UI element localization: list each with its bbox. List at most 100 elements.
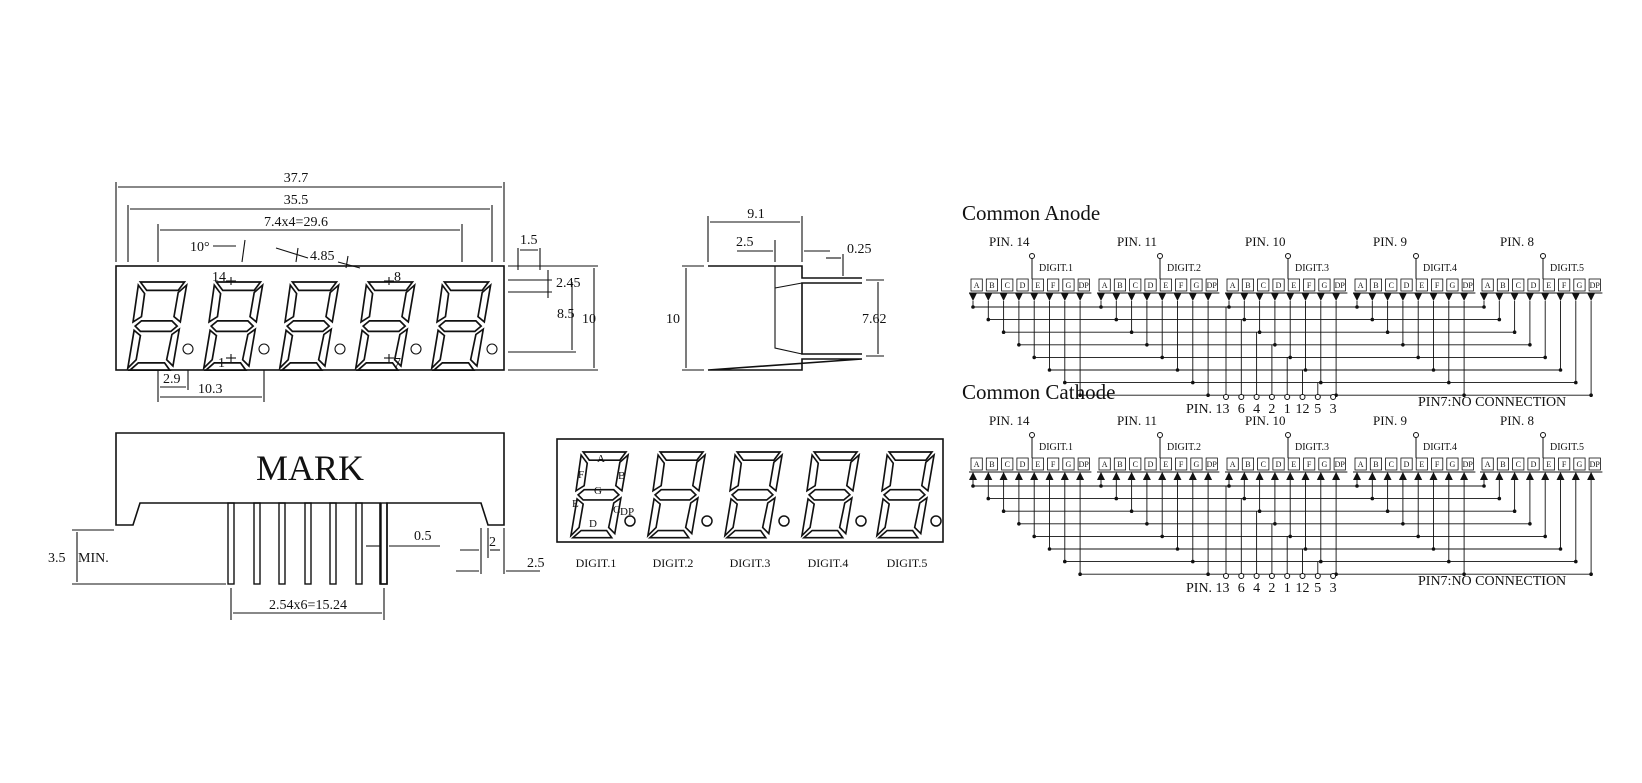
segment-box	[1369, 278, 1383, 292]
segment-label: F	[1307, 281, 1312, 290]
pin-terminal	[1268, 394, 1275, 400]
segment-label: A	[1485, 281, 1491, 290]
led-diode	[1332, 293, 1341, 301]
junction-dot	[1078, 393, 1082, 398]
bottom-pin	[227, 502, 235, 585]
segment-label: F	[1179, 281, 1184, 290]
segment-label: D	[1020, 281, 1026, 290]
segment-label: G	[1066, 460, 1072, 469]
pin-1-label: 1	[218, 356, 225, 371]
segment-label: A	[1485, 460, 1491, 469]
segment-label: B	[1117, 460, 1122, 469]
led-diode	[1368, 293, 1377, 301]
led-diode	[1158, 472, 1167, 480]
bottom-pin	[380, 502, 388, 585]
led-diode	[1014, 293, 1023, 301]
segment-box	[1588, 457, 1601, 471]
pin-number: 12	[1296, 402, 1310, 417]
led-diode	[1414, 472, 1423, 480]
led-diode	[1204, 293, 1213, 301]
segment-label: F	[1051, 281, 1056, 290]
front-dp	[334, 343, 346, 355]
segment-box	[1031, 278, 1044, 292]
pin-number: 2	[1268, 402, 1275, 417]
led-diode	[1460, 293, 1469, 301]
led-diode	[1480, 293, 1488, 301]
segment-box	[1077, 278, 1090, 292]
pin-terminal	[1223, 394, 1229, 400]
pin-terminal	[1284, 573, 1291, 579]
led-diode	[1045, 293, 1054, 301]
segment-label-g: G	[594, 485, 602, 497]
pin-terminal	[1314, 573, 1321, 579]
segment-dp	[701, 515, 713, 527]
segment-box	[1542, 278, 1555, 292]
anode-title: Common Anode	[962, 201, 1100, 225]
led-diode	[1225, 472, 1233, 480]
dim-pin-offset: 2.5	[736, 235, 754, 250]
segment-label: A	[1102, 281, 1108, 290]
segment-box	[1113, 278, 1127, 292]
led-diode	[1255, 472, 1264, 480]
segment-label: A	[1230, 281, 1236, 290]
segment-label: C	[1389, 281, 1394, 290]
segment-box	[1573, 278, 1586, 292]
led-diode	[1127, 293, 1136, 301]
front-dim-labels: 37.7 35.5 7.4x4=29.6 10° 4.85 1.5 2.45 8…	[163, 171, 596, 397]
segment-box	[1001, 278, 1014, 292]
segment-label: D	[1531, 460, 1537, 469]
pin-terminal	[1238, 394, 1245, 400]
bottom-pins	[227, 502, 388, 585]
led-diode	[1158, 293, 1167, 301]
segment-box	[1415, 278, 1428, 292]
segment-label: G	[1066, 281, 1072, 290]
dim-pin-pitch: 2.54x6=15.24	[269, 598, 347, 613]
segment-label: F	[1562, 281, 1567, 290]
common-pin-terminal	[1413, 432, 1419, 438]
led-diode	[1240, 472, 1249, 480]
segment-box	[1527, 457, 1540, 471]
led-diode	[1587, 472, 1596, 480]
dim-pin-width: 0.5	[414, 529, 432, 544]
segment-box	[1431, 278, 1444, 292]
segment-label: A	[1102, 460, 1108, 469]
pin-number: 3	[1330, 402, 1337, 417]
segment-box	[1385, 457, 1398, 471]
digit-label: DIGIT.4	[1423, 263, 1457, 274]
common-pin-terminal	[1285, 432, 1291, 438]
segment-label: C	[1516, 460, 1521, 469]
segment-digit	[724, 451, 783, 539]
segment-box	[1512, 457, 1525, 471]
front-dp	[182, 343, 194, 355]
pin-head-label: PIN. 8	[1500, 234, 1534, 249]
pin-head-label: PIN. 11	[1117, 234, 1157, 249]
segment-label: D	[1531, 281, 1537, 290]
pin-terminal	[1284, 394, 1291, 400]
segment-label-b: B	[618, 470, 625, 482]
junction-dot	[1078, 572, 1082, 576]
front-dp	[258, 343, 270, 355]
segment-label: D	[1276, 460, 1282, 469]
led-diode	[1398, 293, 1407, 301]
segment-box	[1333, 457, 1346, 471]
segment-label: A	[1358, 281, 1364, 290]
segment-box	[1159, 278, 1172, 292]
segment-box	[1481, 457, 1494, 471]
pin-8-label: 8	[394, 270, 401, 285]
segment-box	[1062, 457, 1075, 471]
front-digit	[126, 281, 188, 372]
side-dim-labels: 9.1 2.5 0.25 10 7.62	[666, 207, 887, 327]
led-diode	[1112, 293, 1121, 301]
segment-labels: A B C D E F G DP	[572, 453, 634, 530]
segment-label: B	[1500, 281, 1505, 290]
segment-label: F	[1562, 460, 1567, 469]
segment-label: C	[1005, 460, 1010, 469]
dim-height: 10	[582, 312, 596, 327]
segment-box	[970, 278, 983, 292]
pin-head-label: PIN. 11	[1117, 413, 1157, 428]
segment-label: DP	[1079, 460, 1090, 469]
